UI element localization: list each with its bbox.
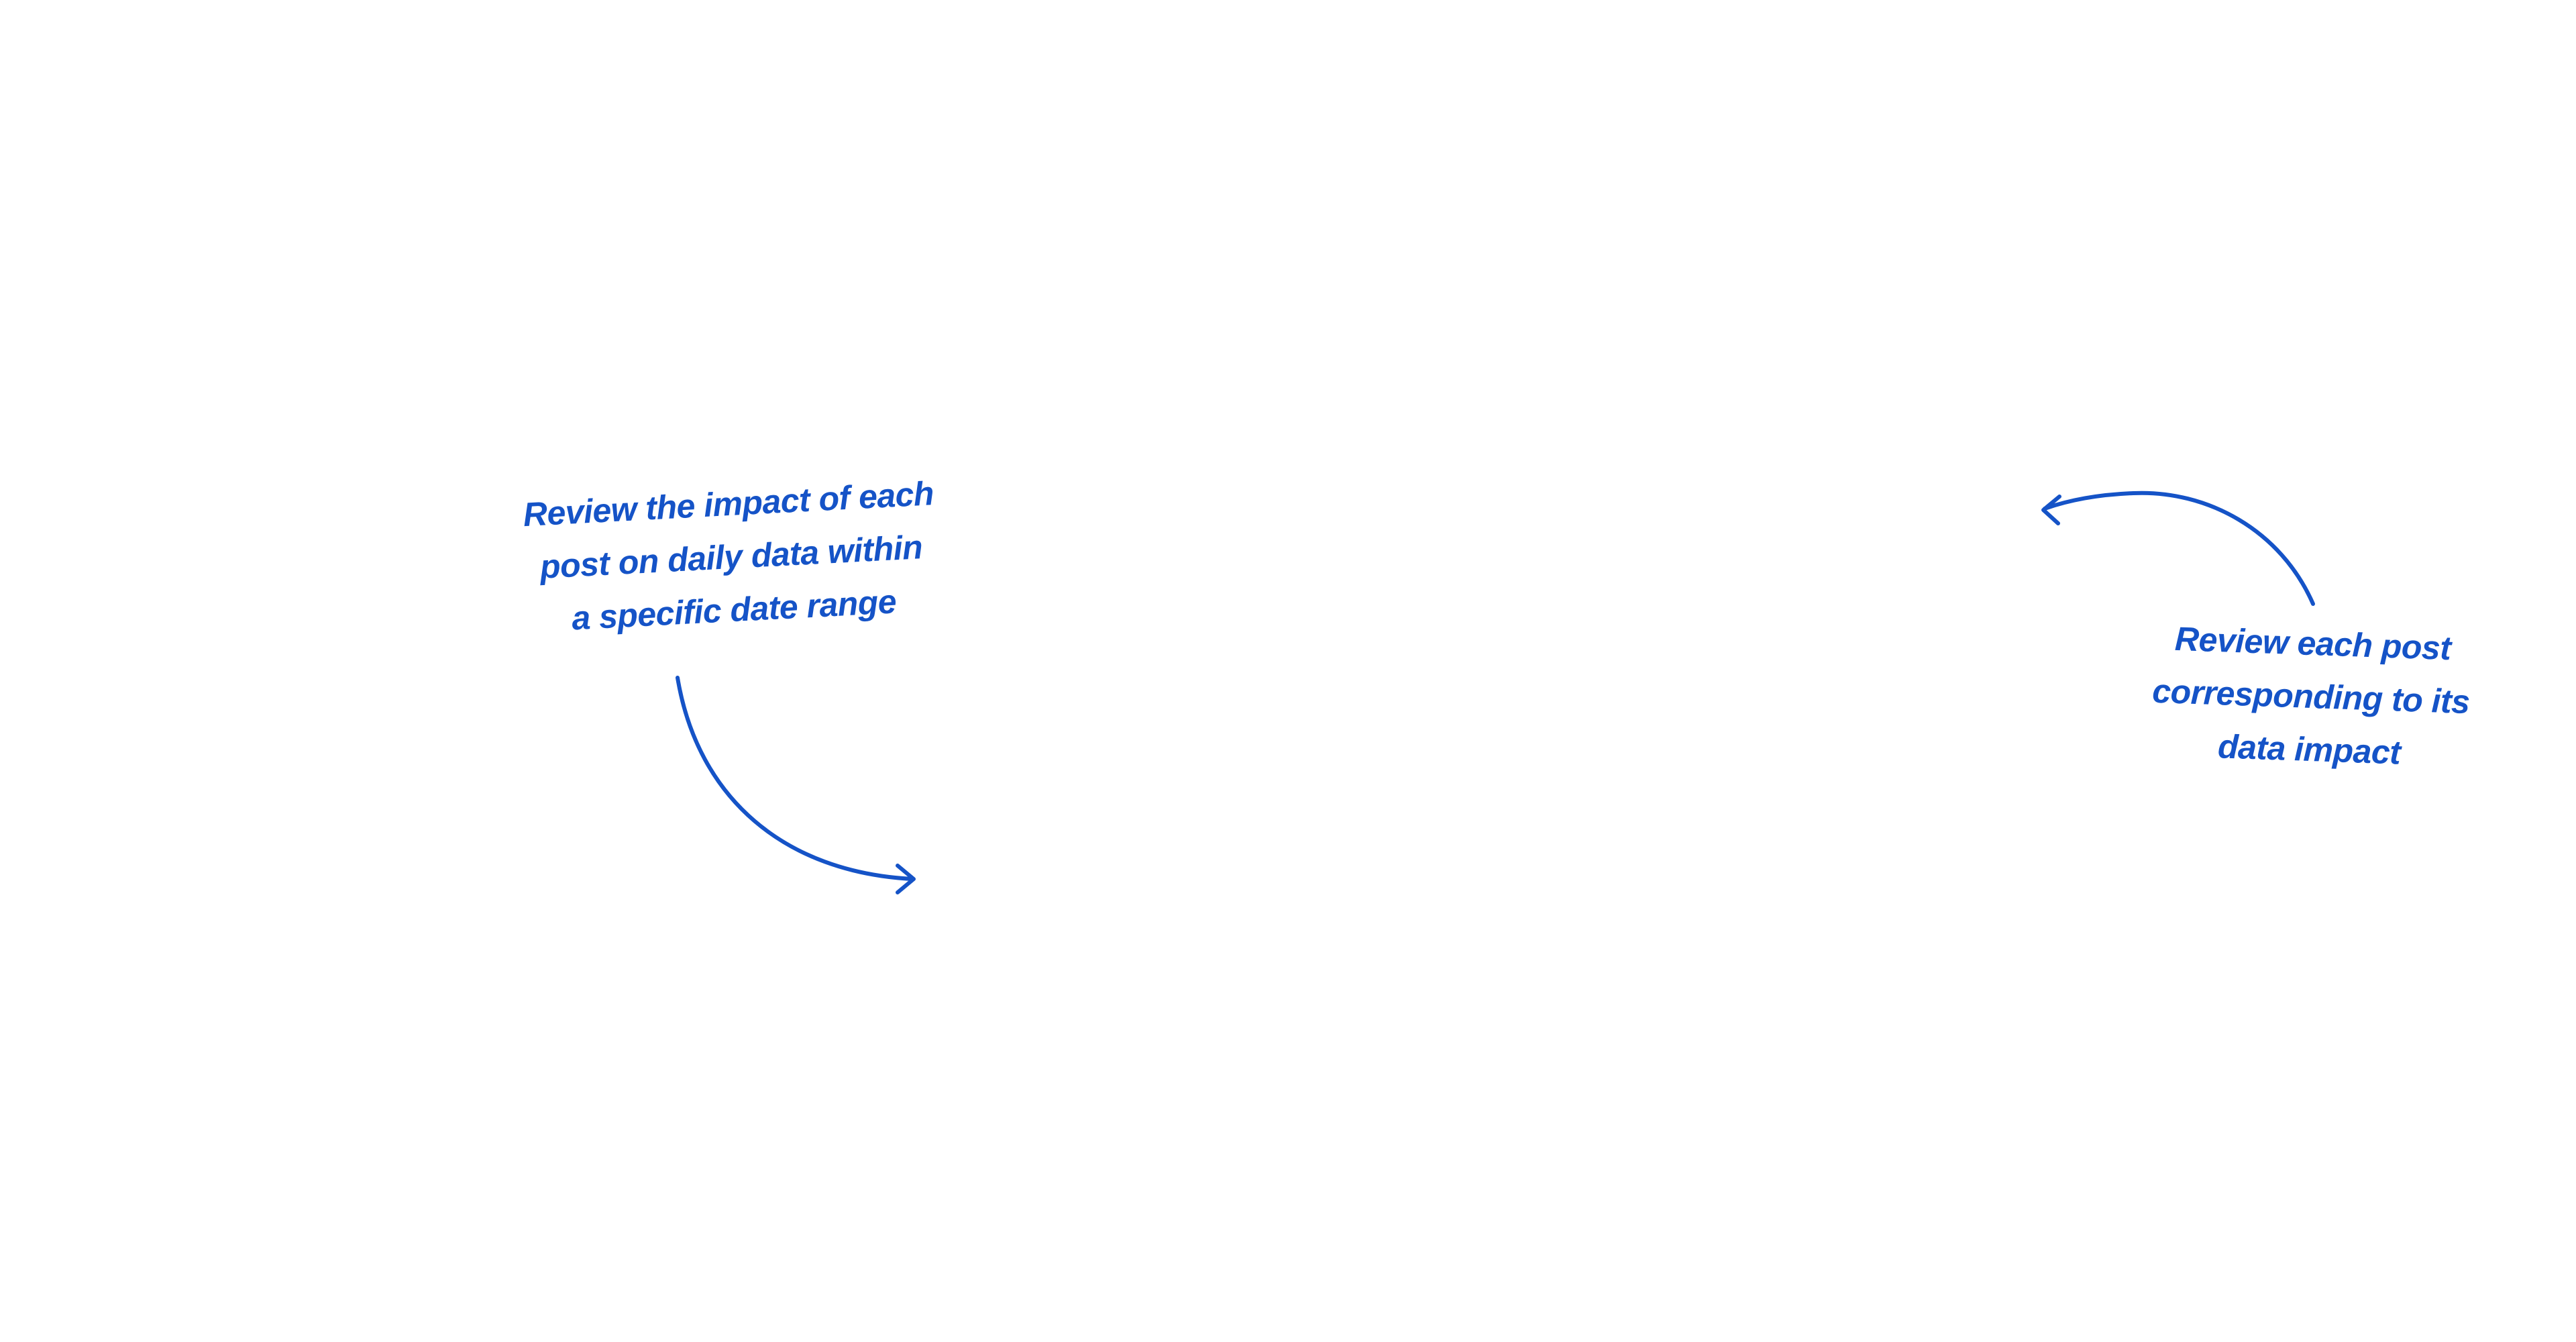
callout-right-text: Review each post corresponding to its da…: [2134, 611, 2488, 782]
curved-arrow-left-head: [2041, 495, 2061, 525]
curved-arrow-left-shaft: [2043, 491, 2315, 606]
curved-arrow-right-head: [896, 864, 916, 894]
callout-left-text: Review the impact of each post on daily …: [506, 466, 956, 648]
curved-arrow-right-shaft: [676, 676, 914, 881]
